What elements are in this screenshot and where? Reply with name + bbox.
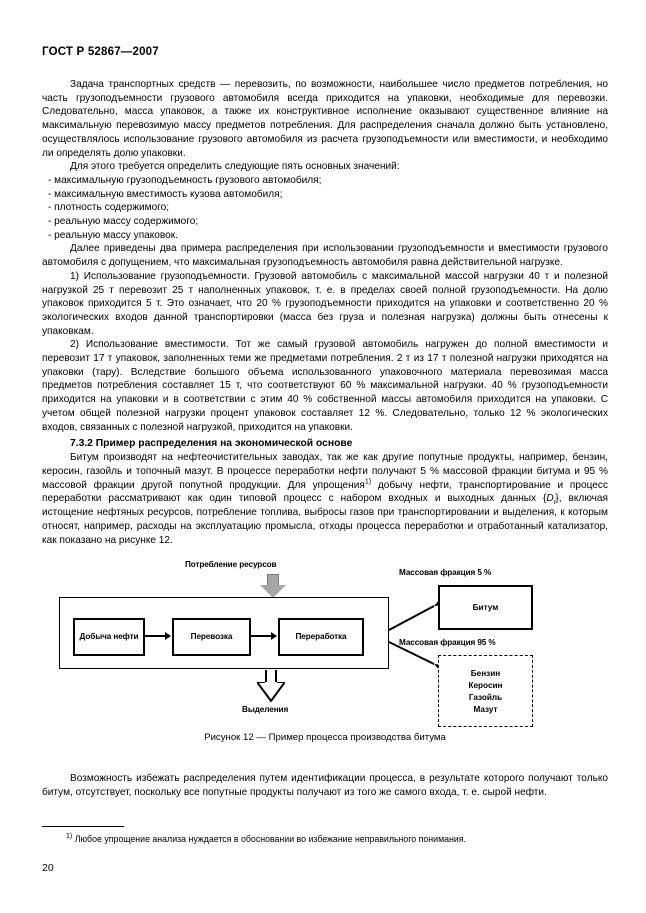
figure-12: Потребление ресурсов Массовая фракция 5 … (42, 560, 608, 750)
footnote-text: Любое упрощение анализа нуждается в обос… (74, 834, 466, 844)
figure-caption: Рисунок 12 — Пример процесса производств… (204, 732, 446, 743)
variable-symbol: D (546, 493, 554, 505)
section-heading-7-3-2: 7.3.2 Пример распределения на экономичес… (70, 438, 353, 450)
paragraph-bitumen-process: Битум производят на нефтеочистительных з… (42, 451, 608, 547)
footnote: 1) Любое упрощение анализа нуждается в о… (66, 833, 608, 845)
paragraph-closing: Возможность избежать распределения путем… (42, 773, 608, 798)
bitumen-text-part-one: Битум производят на нефтеочистительных з… (42, 452, 608, 491)
list-item: - максимальную вместимость кузова автомо… (48, 188, 283, 200)
list-item: - плотность содержимого; (48, 202, 170, 214)
byproduct-item: Бензин (470, 668, 501, 678)
paragraph-five-values-intro: Для этого требуется определить следующие… (70, 161, 400, 173)
process-box-oil-extraction: Добыча нефти (73, 618, 145, 656)
resource-input-arrow-icon (260, 574, 286, 598)
byproduct-item: Мазут (473, 704, 498, 714)
label-mass-fraction-95: Массовая фракция 95 % (399, 638, 496, 647)
required-values-list: - максимальную грузоподъемность грузовог… (42, 174, 608, 243)
label-mass-fraction-5: Массовая фракция 5 % (399, 568, 492, 577)
process-box-transport: Перевозка (172, 618, 251, 656)
output-box-byproducts: Бензин Керосин Газойль Мазут (438, 655, 533, 727)
standard-header: ГОСТ Р 52867—2007 (42, 46, 159, 58)
paragraph-example-one: 1) Использование грузоподъемности. Грузо… (42, 270, 608, 337)
byproduct-item: Газойль (468, 692, 503, 702)
bitumen-text-part-three: }, включая истощение нефтяных ресурсов, … (42, 493, 609, 546)
figure-diagram: Потребление ресурсов Массовая фракция 5 … (42, 560, 608, 727)
footnote-number: 1) (66, 833, 73, 841)
connector-arrow-icon (145, 632, 171, 640)
byproduct-item: Керосин (468, 680, 503, 690)
connector-arrow-icon (251, 632, 277, 640)
footnote-separator-rule (42, 826, 124, 827)
document-body: Задача транспортных средств — перевозить… (42, 78, 608, 547)
footnote-reference-marker: 1) (364, 478, 372, 486)
label-resource-consumption: Потребление ресурсов (185, 560, 277, 569)
paragraph-examples-intro: Далее приведены два примера распределени… (42, 243, 608, 269)
page-number: 20 (42, 862, 54, 874)
list-item: - максимальную грузоподъемность грузовог… (48, 174, 322, 186)
label-emissions: Выделения (242, 705, 289, 714)
list-item: - реальную массу содержимого; (48, 216, 199, 228)
process-box-refining: Переработка (278, 618, 364, 656)
list-item: - реальную массу упаковок. (48, 229, 179, 241)
paragraph-example-two: 2) Использование вместимости. Тот же сам… (42, 339, 608, 433)
emissions-output-arrow-icon (257, 670, 285, 702)
variable-subscript: i (553, 497, 556, 507)
closing-section: Возможность избежать распределения путем… (42, 772, 608, 799)
paragraph-transport-task: Задача транспортных средств — перевозить… (42, 79, 608, 159)
bitumen-text-part-two: добычу нефти, транспортирование и процес… (42, 479, 609, 505)
output-box-bitumen: Битум (438, 585, 533, 630)
